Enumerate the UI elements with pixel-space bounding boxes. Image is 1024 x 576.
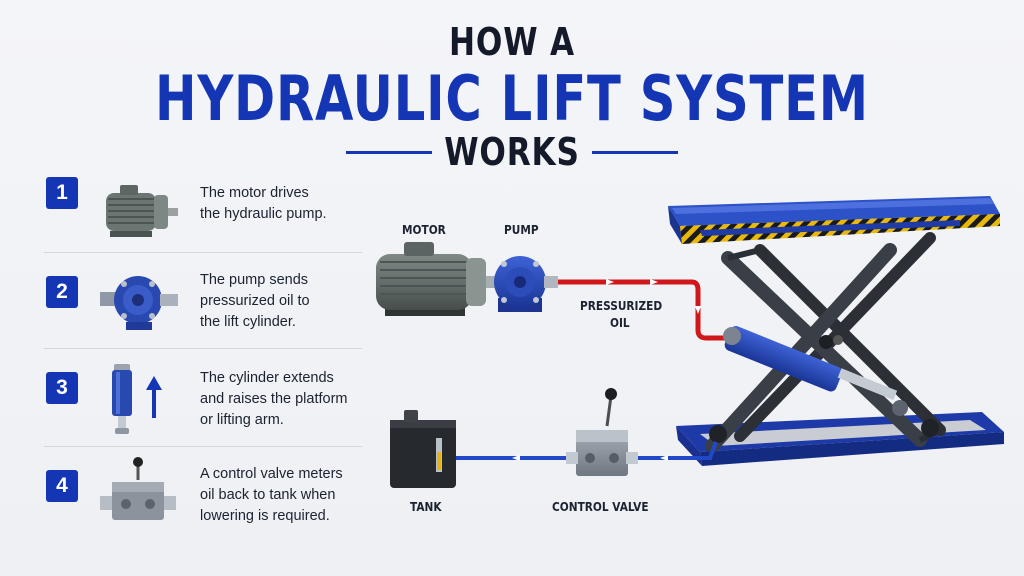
hydraulic-cylinder-icon (112, 364, 162, 434)
title-how-a: HOW A (448, 20, 575, 64)
title-hydraulic-lift-system: HYDRAULIC LIFT SYSTEM (155, 62, 869, 135)
step-text-line: or lifting arm. (200, 412, 284, 428)
pump (494, 256, 558, 312)
step-2-text: The pump sends pressurized oil to the li… (200, 270, 370, 333)
step-text-line: The cylinder extends (200, 370, 334, 386)
step-3-text: The cylinder extends and raises the plat… (200, 368, 370, 431)
control-valve-icon (100, 457, 176, 520)
oil-label: OIL (610, 316, 630, 330)
step-text-line: oil back to tank when (200, 487, 336, 503)
step-text-line: The motor drives (200, 185, 309, 201)
tank-label: TANK (410, 500, 442, 514)
step-number-badge: 3 (46, 372, 78, 404)
step-text-line: lowering is required. (200, 508, 330, 524)
return-arrows (512, 455, 668, 461)
step-text-line: The pump sends (200, 272, 309, 288)
pressurized-label: PRESSURIZED (580, 299, 663, 313)
step-4-text: A control valve meters oil back to tank … (200, 464, 370, 527)
step-divider (44, 348, 362, 349)
step-number-badge: 1 (46, 177, 78, 209)
title-rule-right (592, 151, 678, 154)
title-rule-left (346, 151, 432, 154)
scissor-lift (668, 196, 1004, 466)
title-works: WORKS (444, 130, 580, 174)
step-text-line: and raises the platform (200, 391, 348, 407)
step-1: 1 The motor drives the hydraulic pump. (44, 175, 360, 267)
step-number-badge: 2 (46, 276, 78, 308)
control-valve (566, 388, 638, 476)
control-valve-label: CONTROL VALVE (552, 500, 649, 514)
step-4: 4 A control valve meters oil back to tan… (44, 456, 360, 548)
step-text-line: pressurized oil to (200, 293, 310, 309)
step-1-text: The motor drives the hydraulic pump. (200, 183, 370, 225)
return-line-lift (628, 441, 718, 460)
step-text-line: A control valve meters (200, 466, 343, 482)
tank (390, 410, 456, 488)
step-3: 3 The cylinder extends and raises the pl… (44, 360, 360, 452)
step-2: 2 The pump sends pressurized oil to the … (44, 262, 360, 354)
step-divider (44, 252, 362, 253)
step-text-line: the hydraulic pump. (200, 206, 327, 222)
step-number-badge: 4 (46, 470, 78, 502)
electric-motor-icon (106, 185, 178, 237)
pump-label: PUMP (504, 223, 539, 237)
flow-arrows (606, 279, 701, 314)
step-text-line: the lift cylinder. (200, 314, 296, 330)
step-divider (44, 446, 362, 447)
motor (376, 242, 500, 316)
motor-label: MOTOR (402, 223, 446, 237)
hydraulic-pump-icon (100, 276, 178, 330)
